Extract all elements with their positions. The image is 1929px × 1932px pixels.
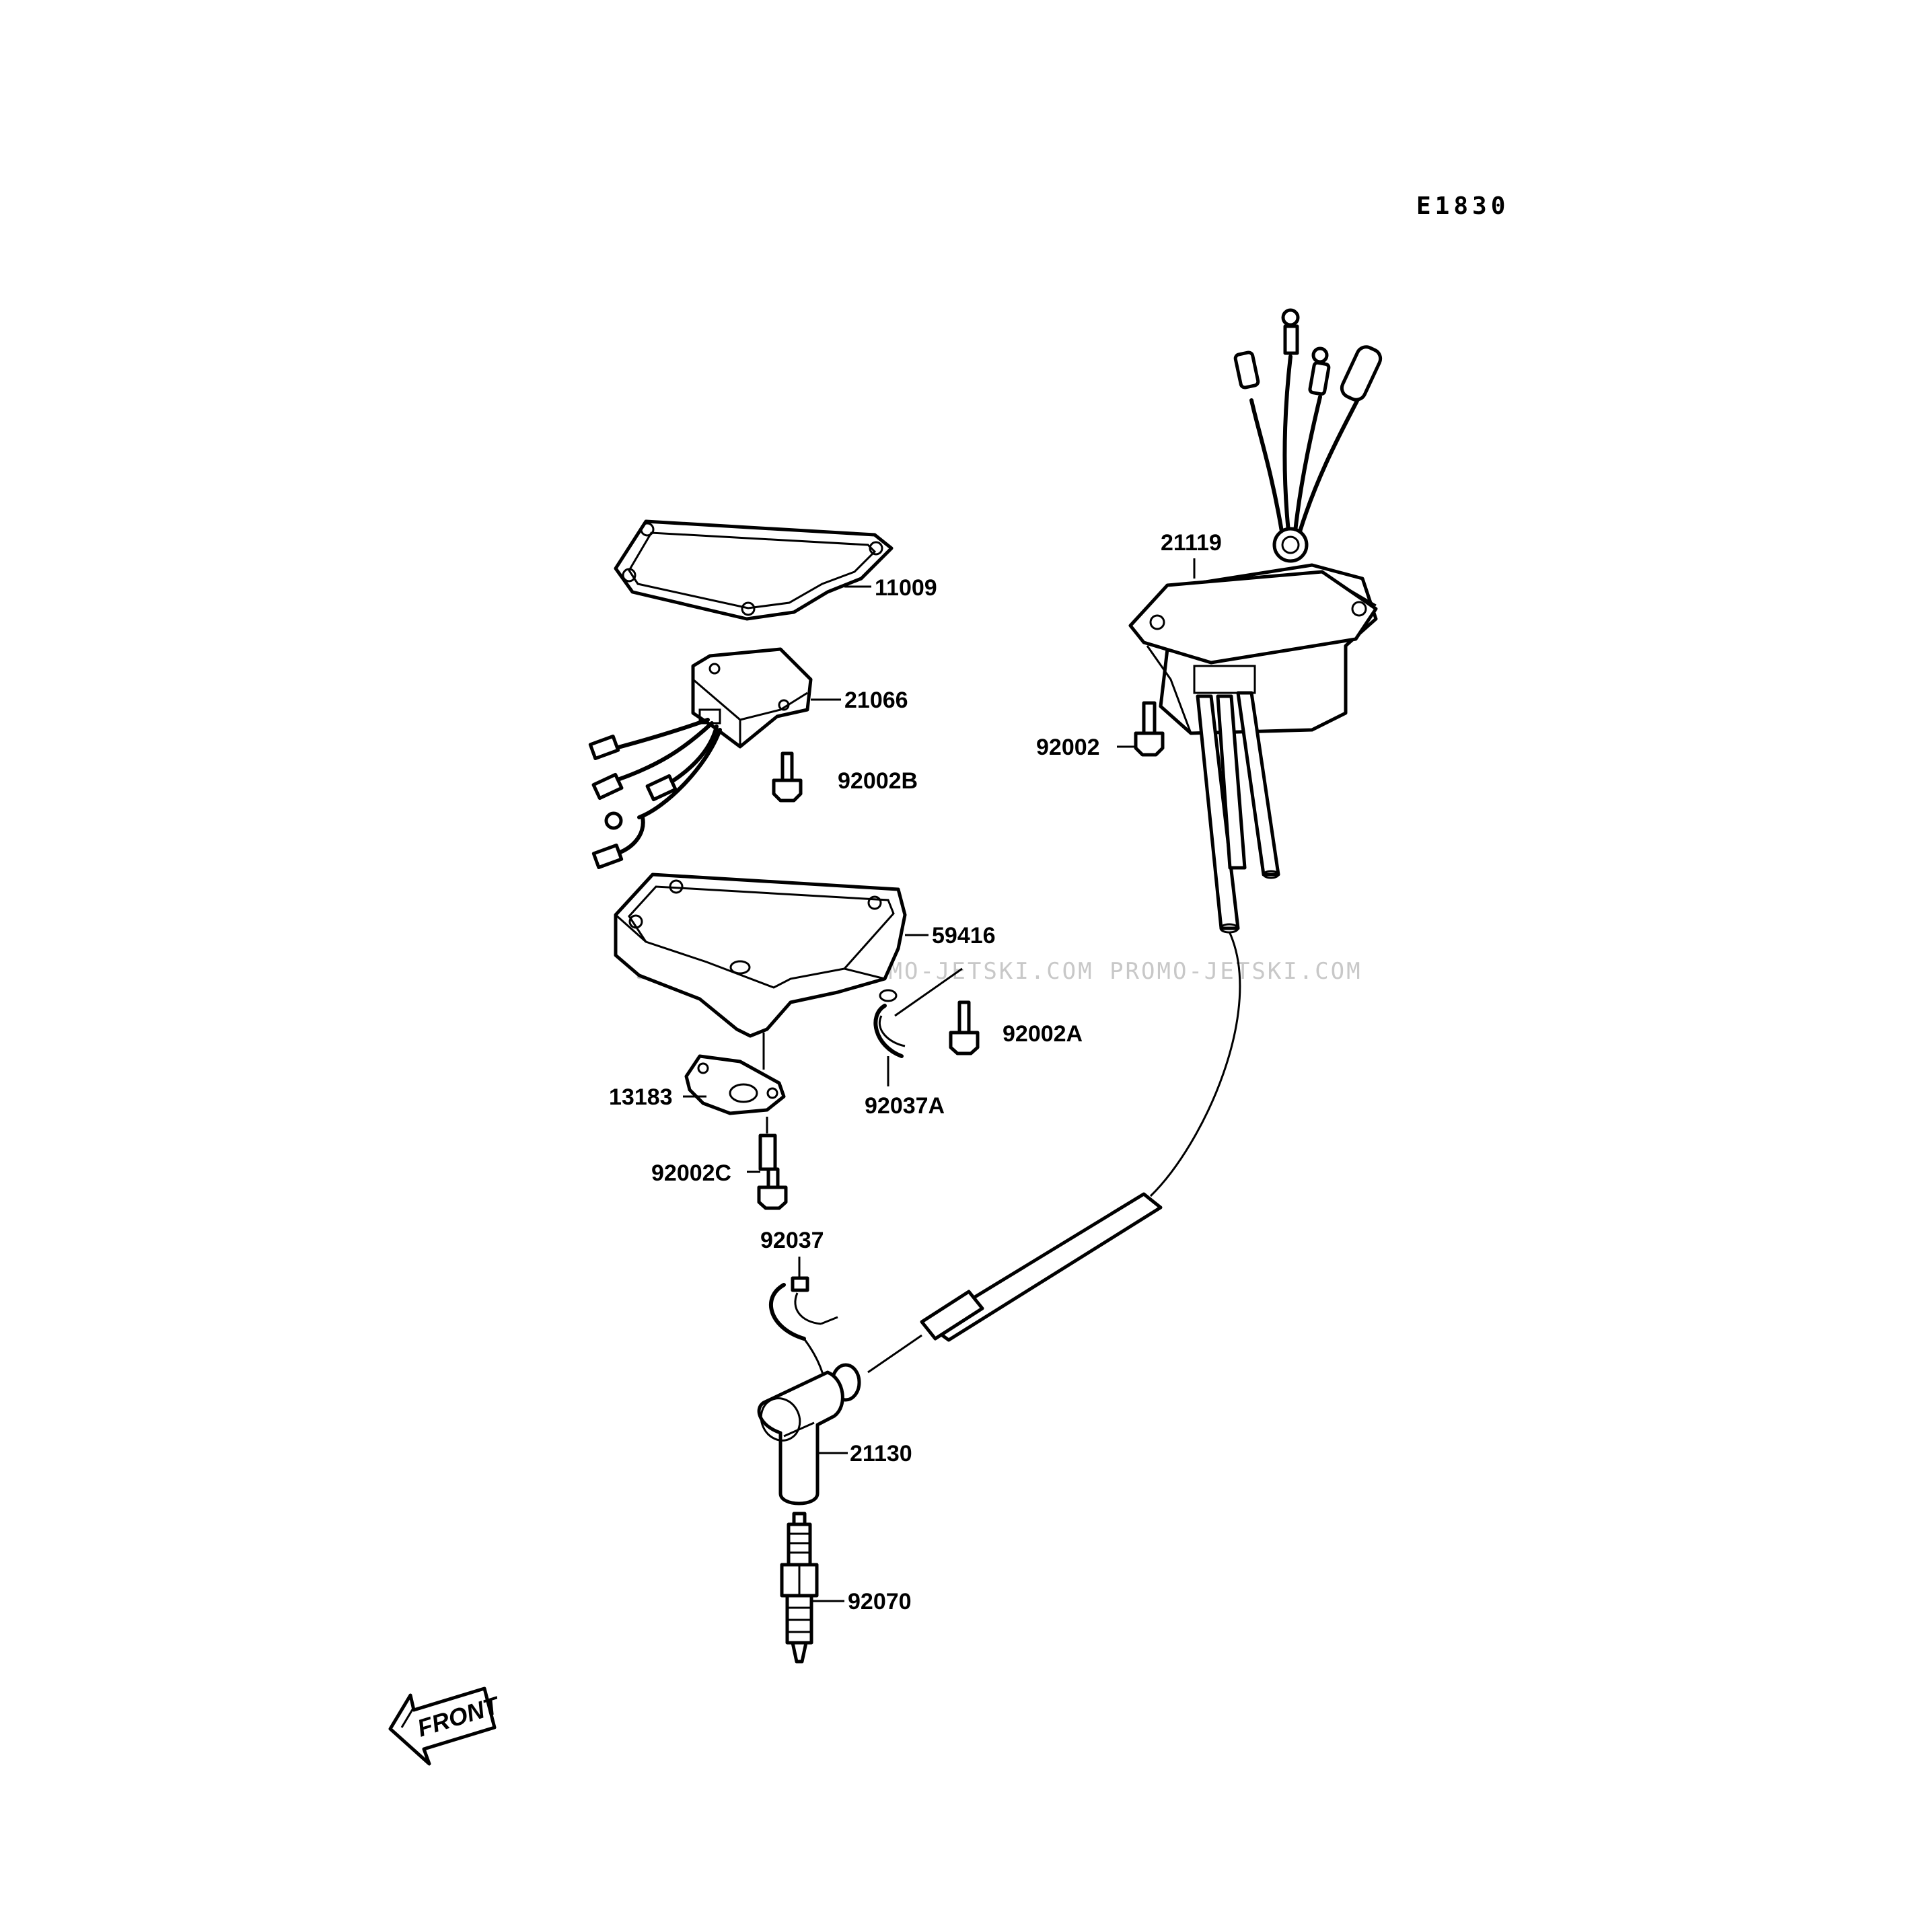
label-92002C: 92002C bbox=[651, 1160, 731, 1186]
leader-92037A-bolt bbox=[894, 967, 963, 1017]
front-arrow: FRONT bbox=[388, 1686, 504, 1766]
label-11009: 11009 bbox=[875, 575, 937, 601]
label-92037A: 92037A bbox=[865, 1093, 945, 1119]
label-21066: 21066 bbox=[844, 688, 908, 713]
gasket-11009 bbox=[614, 519, 894, 621]
ignition-coil-21119 bbox=[1128, 563, 1378, 735]
clip-92037 bbox=[769, 1276, 838, 1341]
plug-cap-21130 bbox=[757, 1363, 861, 1506]
leader-clip-cap bbox=[803, 1338, 826, 1380]
spark-plug-92070 bbox=[780, 1512, 819, 1664]
coil-wires bbox=[1233, 308, 1383, 563]
label-21119: 21119 bbox=[1161, 530, 1222, 556]
label-92037: 92037 bbox=[760, 1228, 824, 1253]
clamp-92037A bbox=[873, 989, 906, 1058]
cover-59416 bbox=[614, 872, 907, 1038]
label-92002B: 92002B bbox=[838, 768, 918, 794]
bolt-92002C bbox=[757, 1134, 788, 1210]
coil-ht-leads bbox=[920, 691, 1280, 1342]
bolt-92002 bbox=[1134, 701, 1165, 757]
label-21130: 21130 bbox=[850, 1441, 912, 1466]
diagram-code: E1830 bbox=[1416, 192, 1509, 220]
label-13183: 13183 bbox=[609, 1084, 673, 1110]
label-92002A: 92002A bbox=[1003, 1021, 1083, 1047]
label-59416: 59416 bbox=[932, 923, 996, 949]
bolt-92002B bbox=[772, 751, 803, 803]
plate-13183 bbox=[684, 1054, 786, 1115]
label-92002: 92002 bbox=[1036, 735, 1100, 760]
label-92070: 92070 bbox=[848, 1589, 912, 1614]
leader-ht-lead-cap bbox=[867, 1334, 922, 1374]
regulator-21066 bbox=[588, 647, 813, 869]
bolt-92002A bbox=[949, 1000, 980, 1055]
